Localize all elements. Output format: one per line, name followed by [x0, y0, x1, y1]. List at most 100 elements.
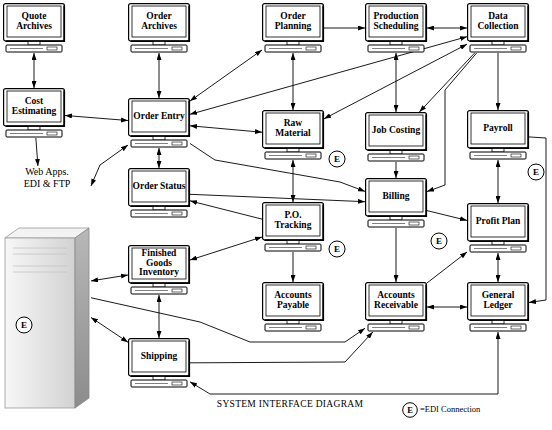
monitor-neck — [390, 42, 402, 46]
monitor-frame — [468, 4, 529, 41]
interface-connector — [190, 143, 365, 191]
monitor-frame — [129, 339, 190, 376]
computer-base — [470, 324, 526, 331]
monitor-neck — [287, 149, 299, 153]
interface-connector — [159, 295, 160, 338]
interface-connector — [427, 252, 467, 283]
monitor-screen — [369, 181, 423, 212]
drive-slot — [409, 156, 419, 159]
node-label: Accounts Receivable — [369, 285, 423, 316]
node-label: Web Apps. EDI & FTP — [19, 166, 75, 190]
base-detail — [474, 248, 507, 249]
node-label: General Ledger — [471, 285, 525, 316]
monitor-shadow — [368, 181, 427, 217]
monitor-neck — [390, 321, 402, 325]
computer-base — [131, 45, 187, 52]
computer-icon — [128, 168, 190, 218]
base-detail — [269, 155, 302, 156]
server-side — [75, 228, 89, 408]
node-label: Data Collection — [471, 6, 525, 37]
interface-connector — [396, 162, 397, 178]
drive-slot — [409, 47, 419, 50]
base-detail — [474, 327, 507, 328]
base-detail — [135, 143, 168, 144]
monitor-screen — [132, 6, 186, 37]
edi-circle-outline — [329, 241, 345, 257]
monitor-frame — [366, 179, 427, 216]
computer-node: Billing — [365, 178, 427, 228]
drive-slot — [172, 212, 182, 215]
computer-base — [265, 152, 321, 159]
computer-base — [131, 210, 187, 217]
node-label: Order Entry — [132, 101, 186, 132]
interface-connector — [293, 53, 294, 110]
monitor-shadow — [265, 285, 324, 321]
computer-base — [131, 287, 187, 294]
monitor-frame — [4, 89, 65, 126]
drive-slot — [172, 382, 182, 385]
drive-slot — [47, 47, 57, 50]
drive-slot — [511, 326, 521, 329]
edi-mark: E — [328, 240, 346, 258]
computer-node: Production Scheduling — [365, 3, 427, 53]
computer-node: Raw Material — [262, 110, 324, 160]
node-label: Profit Plan — [471, 206, 525, 237]
node-label: Order Planning — [266, 6, 320, 37]
node-label: Finished Goods Inventory — [132, 248, 186, 279]
interface-connector — [293, 252, 294, 282]
computer-base — [131, 140, 187, 147]
computer-base — [131, 380, 187, 387]
base-detail — [474, 155, 507, 156]
node-label: Job Costing — [369, 115, 423, 146]
monitor-screen — [7, 91, 61, 122]
computer-base — [265, 45, 321, 52]
interface-connector — [419, 53, 474, 112]
computer-icon — [365, 112, 427, 162]
monitor-screen — [266, 285, 320, 316]
monitor-frame — [366, 113, 427, 150]
monitor-frame — [468, 204, 529, 241]
edi-circle-outline — [329, 151, 345, 167]
node-label: Accounts Payable — [266, 285, 320, 316]
drive-slot — [306, 246, 316, 249]
interface-connector — [190, 332, 498, 394]
monitor-frame — [263, 111, 324, 148]
monitor-shadow — [470, 285, 529, 321]
edi-connection: E — [15, 316, 33, 334]
computer-node: Cost Estimating — [3, 88, 65, 138]
interface-connector — [396, 228, 397, 282]
monitor-neck — [28, 42, 40, 46]
monitor-frame — [366, 283, 427, 320]
computer-icon — [128, 98, 190, 148]
interface-connector — [324, 44, 467, 119]
interface-connector — [34, 53, 35, 88]
drive-slot — [511, 47, 521, 50]
interface-connector — [396, 53, 397, 112]
node-label: Cost Estimating — [7, 91, 61, 122]
drive-slot — [172, 47, 182, 50]
node-label: Quote Archives — [7, 6, 61, 37]
computer-base — [6, 130, 62, 137]
base-detail — [135, 290, 168, 291]
computer-base — [368, 324, 424, 331]
monitor-neck — [287, 241, 299, 245]
monitor-shadow — [265, 113, 324, 149]
edi-connection: E — [527, 163, 545, 181]
computer-base — [265, 244, 321, 251]
computer-node: Order Entry — [128, 98, 190, 148]
interface-connector — [159, 148, 160, 168]
monitor-shadow — [131, 341, 190, 377]
drive-slot — [511, 247, 521, 250]
monitor-screen — [369, 6, 423, 37]
monitor-neck — [153, 42, 165, 46]
node-label: P.O. Tracking — [266, 205, 320, 236]
interface-connector — [529, 137, 546, 303]
monitor-neck — [28, 127, 40, 131]
interface-connector — [91, 275, 128, 281]
server-node: E Web Apps. EDI & FTP — [3, 166, 91, 410]
interface-connector — [190, 332, 373, 363]
base-detail — [372, 48, 405, 49]
interface-connector — [324, 28, 365, 29]
monitor-screen — [369, 115, 423, 146]
